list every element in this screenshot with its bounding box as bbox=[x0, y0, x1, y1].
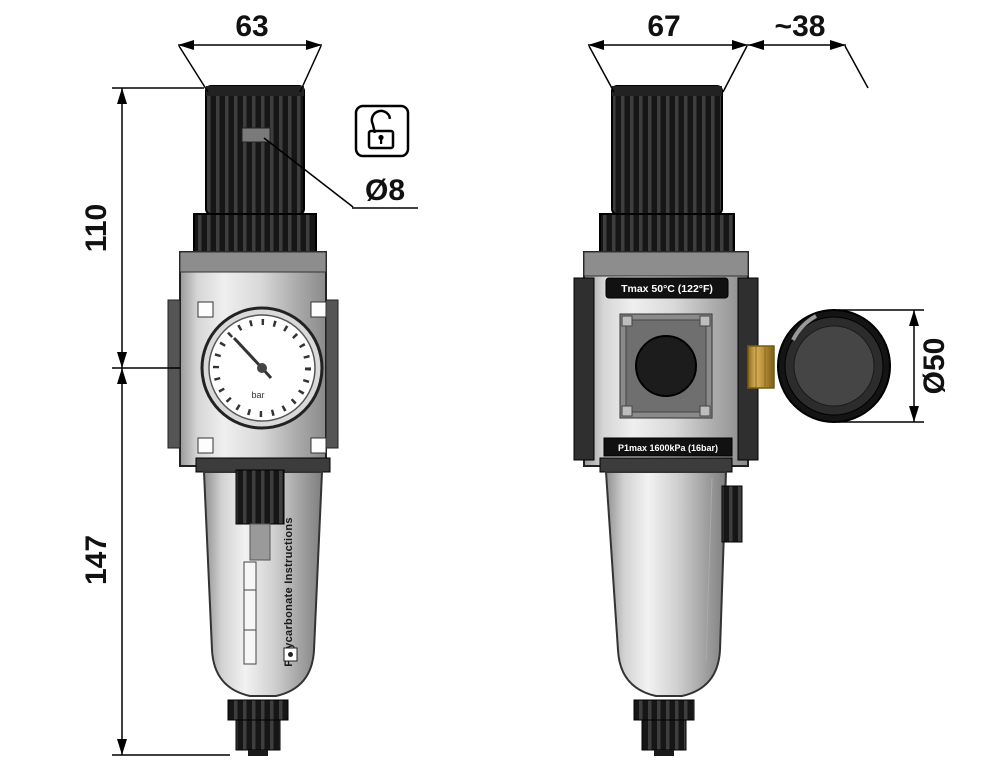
pressure-gauge-dial: bar bbox=[200, 306, 324, 430]
gauge-hub bbox=[257, 363, 267, 373]
gauge-tick-marks bbox=[213, 319, 311, 417]
filter-element-top bbox=[235, 469, 285, 525]
regulator-knob-side bbox=[611, 85, 723, 215]
knob-cap-side bbox=[612, 86, 722, 96]
tmax-label: Tmax 50°C (122°F) bbox=[621, 283, 713, 295]
drain-valve-side bbox=[633, 699, 695, 756]
gauge-unit-label: bar bbox=[251, 390, 264, 400]
gauge-needle bbox=[232, 336, 264, 370]
dim-front-width: 63 bbox=[235, 10, 268, 43]
port-block bbox=[619, 313, 713, 419]
brass-fitting bbox=[747, 345, 775, 389]
body-side-tab-left bbox=[167, 299, 181, 449]
inlet-port bbox=[635, 335, 697, 397]
padlock-shackle bbox=[370, 109, 392, 134]
gauge-side-profile bbox=[777, 309, 891, 423]
knob-lock-slot bbox=[241, 127, 271, 143]
dimension-labels: 63 67 ~38 110 147 Ø8 Ø50 bbox=[80, 10, 951, 585]
dim-knob-bore: Ø8 bbox=[365, 174, 405, 207]
drain-valve-front bbox=[227, 699, 289, 756]
mounting-hole-squares bbox=[197, 301, 327, 454]
lock-collar-side bbox=[599, 213, 735, 255]
body-plate-left bbox=[573, 277, 595, 461]
bowl-warning-label: Polycarbonate Instructions bbox=[283, 517, 295, 667]
open-padlock-icon bbox=[354, 104, 410, 158]
pmax-label: P1max 1600kPa (16bar) bbox=[618, 443, 718, 453]
tmax-label-plate bbox=[605, 277, 729, 299]
dim-upper-height: 110 bbox=[80, 204, 113, 252]
bowl-ring-side bbox=[599, 457, 733, 473]
side-view: Tmax 50°C (122°F) P1max 1600kPa (16bar) bbox=[573, 85, 891, 756]
filter-bowl-front bbox=[202, 471, 324, 697]
gauge-case-highlight bbox=[791, 314, 818, 341]
front-view: bar Polycarbonate Instructions bbox=[167, 85, 339, 756]
body-top-band-side bbox=[583, 251, 749, 277]
bowl-clip bbox=[721, 485, 743, 543]
dim-side-width: 67 bbox=[647, 10, 680, 43]
sight-glass bbox=[243, 561, 257, 665]
filter-bowl-side bbox=[604, 471, 728, 697]
dimension-arrowheads bbox=[117, 40, 919, 755]
lock-collar-front bbox=[193, 213, 317, 255]
pmax-label-plate bbox=[603, 437, 733, 457]
knob-cap-front bbox=[206, 86, 304, 96]
bowl-seam bbox=[705, 477, 713, 663]
body-side-tab-right bbox=[325, 299, 339, 449]
regulator-knob-front bbox=[205, 85, 305, 215]
dim-gauge-diameter: Ø50 bbox=[918, 338, 951, 395]
dim-gauge-offset: ~38 bbox=[775, 10, 826, 43]
filter-tube bbox=[249, 523, 271, 561]
dimension-lines bbox=[112, 44, 924, 756]
dim-lower-height: 147 bbox=[80, 535, 113, 585]
body-top-band-front bbox=[179, 251, 327, 273]
